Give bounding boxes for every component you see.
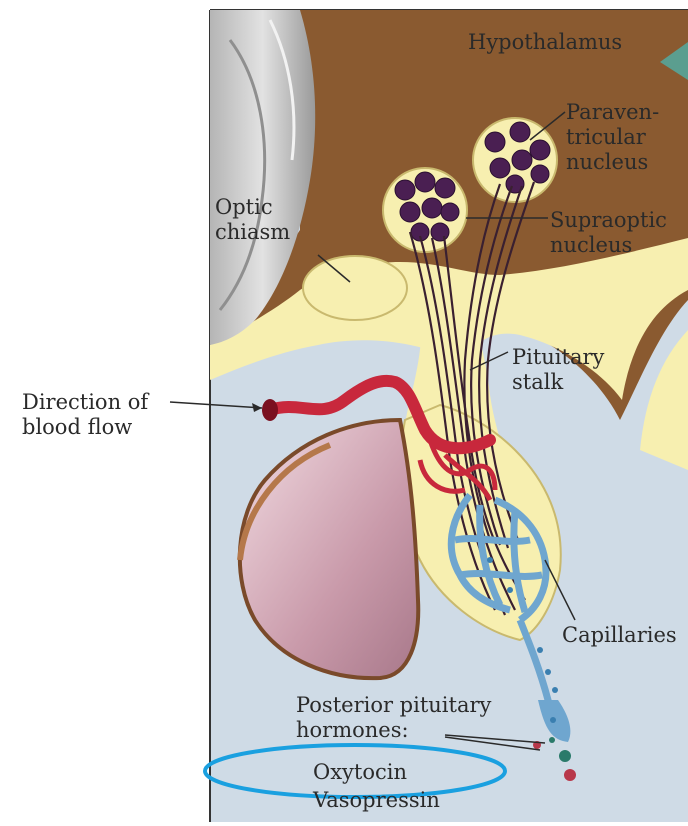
label-optic-chiasm: Optic chiasm [215,195,290,245]
label-hypothalamus: Hypothalamus [468,30,622,55]
optic-chiasm [303,256,407,320]
label-pituitary-stalk: Pituitary stalk [512,345,604,395]
label-posterior-pituitary-hormones: Posterior pituitary hormones: [296,693,491,743]
label-paraventricular-nucleus: Paraven- tricular nucleus [566,100,659,175]
label-vasopressin: Vasopressin [313,788,440,813]
label-oxytocin: Oxytocin [313,760,407,785]
label-capillaries: Capillaries [562,623,677,648]
label-supraoptic-nucleus: Supraoptic nucleus [550,208,667,258]
artery-opening [262,399,278,421]
label-direction-of-blood-flow: Direction of blood flow [22,390,148,440]
